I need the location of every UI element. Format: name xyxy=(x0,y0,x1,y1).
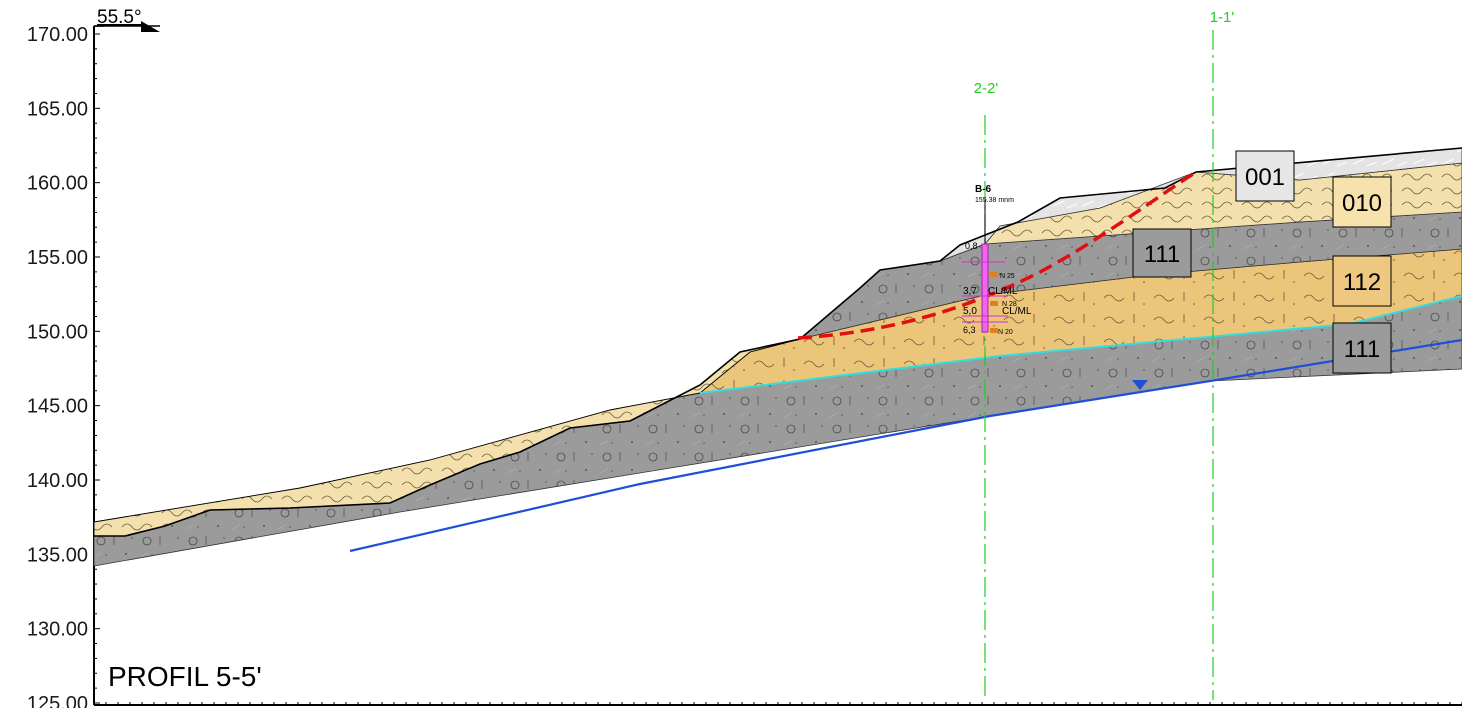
elevation-tick-label: 170.00 xyxy=(27,24,88,46)
spt-value: N 25 xyxy=(1000,273,1015,280)
slip-surface xyxy=(797,170,1197,340)
drawing-frame xyxy=(93,21,1462,706)
spt-value: N 28 xyxy=(1002,301,1017,308)
spt-bar xyxy=(990,328,998,333)
section-label-1: 1-1' xyxy=(1210,9,1235,26)
angle-label: 55.5° xyxy=(97,7,142,28)
section-lines: 1-1' 2-2' xyxy=(974,9,1235,700)
layer-label-010: 010 xyxy=(1342,190,1382,217)
spt-bar xyxy=(990,301,998,306)
soil-class: CL/ML xyxy=(1002,306,1032,317)
layer-box-010 xyxy=(1332,176,1392,228)
layer-box-112 xyxy=(1332,255,1392,307)
borehole-elevation: 155.38 mnm xyxy=(975,197,1014,204)
layer-label-boxes: 001 010 111 112 111 xyxy=(1132,150,1392,374)
spt-value: N 20 xyxy=(998,329,1013,336)
borehole-name: B-6 xyxy=(975,184,992,195)
elevation-tick-label: 135.00 xyxy=(27,544,88,566)
elevation-tick-label: 125.00 xyxy=(27,693,88,708)
borehole-depth: 6,3 xyxy=(963,325,976,335)
ground-surface xyxy=(94,147,1462,537)
layer-box-001 xyxy=(1235,150,1295,202)
elevation-tick-label: 130.00 xyxy=(27,619,88,641)
layer-label-111-lower: 111 xyxy=(1344,336,1380,363)
groundwater-line xyxy=(349,338,1462,553)
frame-minor-ticks xyxy=(93,33,1462,705)
borehole-depth: 3,7 xyxy=(963,286,977,297)
layer-box-111-upper xyxy=(1132,228,1192,278)
layer-111-lower xyxy=(93,295,1462,567)
elevation-tick-label: 145.00 xyxy=(27,396,88,418)
layer-boundary-cyan xyxy=(699,295,1462,394)
layer-label-001: 001 xyxy=(1245,164,1285,191)
section-label-2: 2-2' xyxy=(974,80,999,97)
spt-bar xyxy=(990,272,998,277)
groundwater xyxy=(349,338,1462,553)
elevation-tick-label: 160.00 xyxy=(27,173,88,195)
soil-class: CL/ML xyxy=(988,286,1018,297)
elevation-tick-label: 140.00 xyxy=(27,470,88,492)
elevation-tick-label: 165.00 xyxy=(27,98,88,120)
borehole-depth: 0,8 xyxy=(965,241,978,251)
groundwater-marker-icon xyxy=(1132,380,1148,390)
elevation-axis: 170.00 165.00 160.00 155.00 150.00 145.00 140.… xyxy=(27,24,88,713)
soil-layers xyxy=(93,147,1462,567)
profile-title: PROFIL 5-5' xyxy=(108,661,262,692)
borehole-column xyxy=(981,243,989,333)
borehole-b6: B-6 155.38 mnm 0,8 3,7 5,0 6,3 CL/ML CL/… xyxy=(962,184,1032,336)
layer-box-111-lower xyxy=(1332,322,1392,374)
layer-label-111-upper: 111 xyxy=(1144,241,1180,268)
angle-indicator-arrow xyxy=(141,21,160,32)
layer-label-112: 112 xyxy=(1343,269,1381,296)
borehole-depth: 5,0 xyxy=(963,306,977,317)
elevation-tick-label: 150.00 xyxy=(27,321,88,343)
elevation-tick-label: 155.00 xyxy=(27,247,88,269)
